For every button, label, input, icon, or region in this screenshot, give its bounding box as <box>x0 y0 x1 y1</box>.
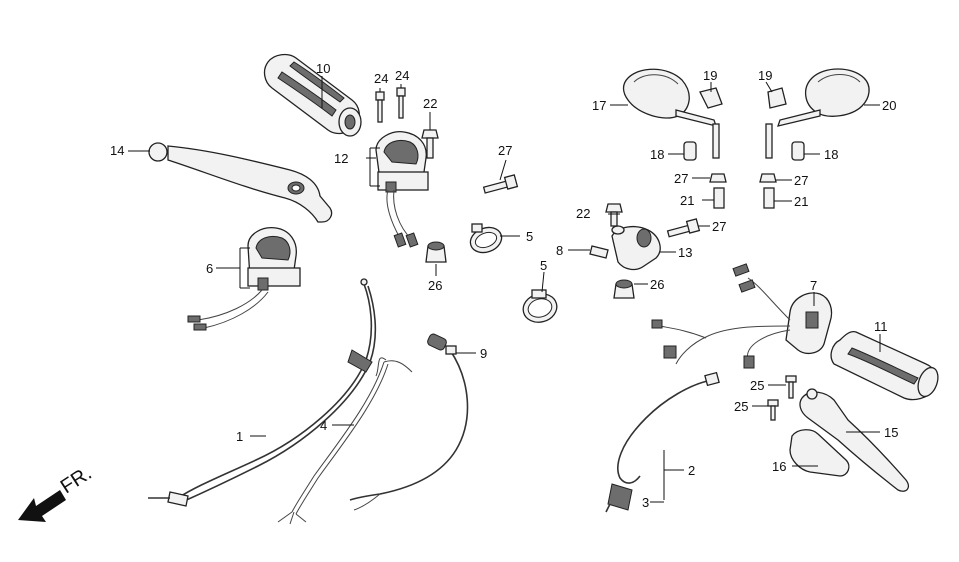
front-direction-indicator: FR. <box>18 462 96 522</box>
throttle-cable-1 <box>148 278 377 507</box>
right-grip <box>830 330 939 401</box>
left-lever <box>148 142 333 223</box>
callout-2: 2 <box>688 463 695 478</box>
callout-18b: 18 <box>824 147 838 162</box>
callout-18a: 18 <box>650 147 664 162</box>
callout-21b: 21 <box>794 194 808 209</box>
wire-harness-4 <box>277 357 413 525</box>
callout-25a: 25 <box>750 378 764 393</box>
callout-25b: 25 <box>734 399 748 414</box>
callout-16: 16 <box>772 459 786 474</box>
callout-13: 13 <box>678 245 692 260</box>
nut-27-right-mirror <box>759 173 777 183</box>
bolt-24a <box>375 91 385 123</box>
mirror-right <box>765 68 870 159</box>
callout-14: 14 <box>110 143 124 158</box>
callout-7: 7 <box>810 278 817 293</box>
callout-10: 10 <box>316 61 330 76</box>
callout-4: 4 <box>320 418 327 433</box>
bolt-25a <box>785 375 797 399</box>
callout-27a: 27 <box>498 143 512 158</box>
leader-lines <box>128 76 881 503</box>
callout-26a: 26 <box>428 278 442 293</box>
cover-18-left <box>683 141 697 161</box>
clutch-cable-2 <box>605 371 720 513</box>
callout-5b: 5 <box>540 258 547 273</box>
bolt-25b <box>767 399 779 421</box>
mirror-left <box>622 68 720 159</box>
front-arrow-icon <box>18 490 66 522</box>
adapter-21-right <box>763 187 775 209</box>
nut-27-left-mirror <box>709 173 727 183</box>
lever-cover-16 <box>789 429 850 477</box>
clamp-13 <box>589 225 661 271</box>
callout-numbers: 10 24 24 22 14 12 27 6 5 5 26 22 8 13 27… <box>110 61 898 510</box>
nut-26-left <box>425 241 447 263</box>
adapter-21-left <box>713 187 725 209</box>
callout-27d: 27 <box>794 173 808 188</box>
callout-22b: 22 <box>576 206 590 221</box>
band-clamp-5-lower <box>522 289 558 323</box>
band-clamp-5-upper <box>469 223 503 254</box>
callout-24a: 24 <box>374 71 388 86</box>
callout-19a: 19 <box>703 68 717 83</box>
callout-12: 12 <box>334 151 348 166</box>
callout-5a: 5 <box>526 229 533 244</box>
bolt-22-left <box>421 129 439 159</box>
lever-clamp-upper <box>375 131 429 248</box>
callout-19b: 19 <box>758 68 772 83</box>
bolt-24b <box>396 87 406 119</box>
callout-6: 6 <box>206 261 213 276</box>
callout-9: 9 <box>480 346 487 361</box>
callout-27b: 27 <box>712 219 726 234</box>
callout-20: 20 <box>882 98 896 113</box>
callout-11: 11 <box>874 319 888 334</box>
bolt-27-left <box>482 174 519 194</box>
callout-22a: 22 <box>423 96 437 111</box>
bolt-27-right-clamp <box>666 218 701 238</box>
front-label: FR. <box>57 462 96 498</box>
callout-3: 3 <box>642 495 649 510</box>
lever-clamp-lower <box>187 227 301 331</box>
callout-27c: 27 <box>674 171 688 186</box>
bolt-22-right <box>605 203 623 227</box>
choke-cable-9 <box>349 333 469 511</box>
callout-26b: 26 <box>650 277 664 292</box>
callout-15: 15 <box>884 425 898 440</box>
left-grip <box>263 53 362 137</box>
callout-8: 8 <box>556 243 563 258</box>
right-switch <box>651 263 833 369</box>
callout-24b: 24 <box>395 68 409 83</box>
callout-21a: 21 <box>680 193 694 208</box>
nut-26-right <box>613 279 635 299</box>
callout-17: 17 <box>592 98 606 113</box>
cap-19-right <box>767 87 787 109</box>
right-lever <box>799 388 910 492</box>
callout-1: 1 <box>236 429 243 444</box>
cover-18-right <box>791 141 805 161</box>
